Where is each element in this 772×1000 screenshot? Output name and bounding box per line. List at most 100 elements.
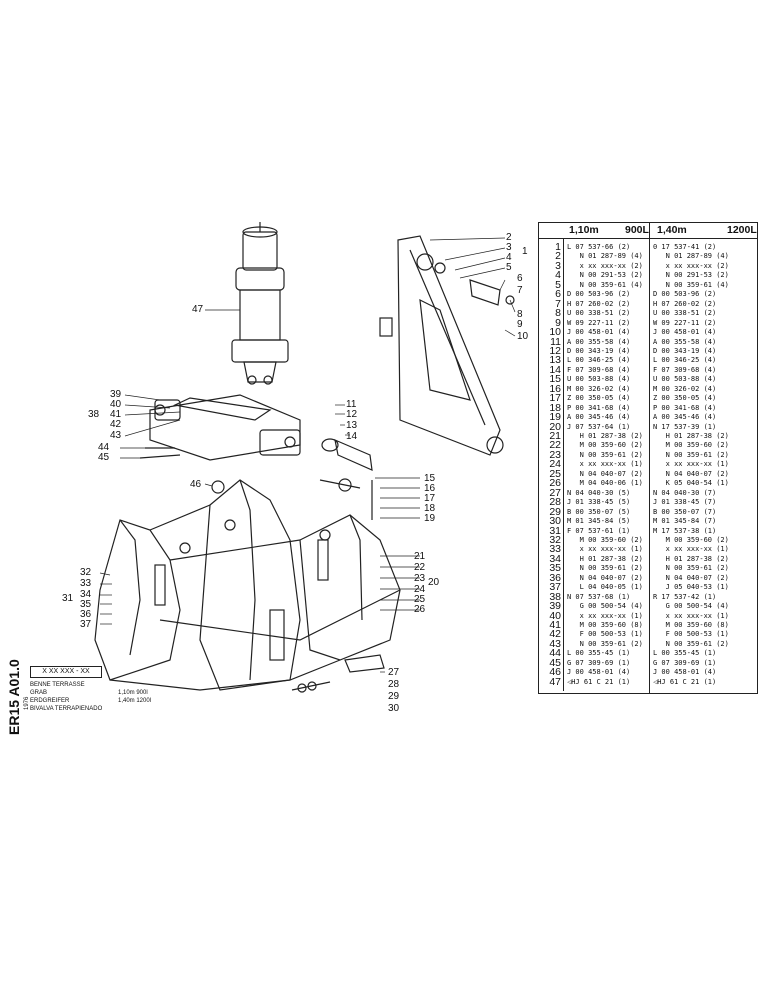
part-number-900l: N 04 040-07 (2) [567, 573, 643, 582]
part-number-900l: A 00 355-58 (4) [567, 337, 631, 346]
part-number-900l: M 01 345-84 (5) [567, 517, 631, 526]
document-code: ER15 A01.0 [6, 659, 22, 735]
part-number-900l: L 04 040-05 (1) [567, 583, 643, 592]
part-number-1200l: N 04 040-07 (2) [653, 469, 729, 478]
row-number: 46 [549, 666, 561, 679]
callout-21: 21 [414, 551, 426, 562]
row-number: 23 [549, 448, 561, 461]
part-number-1200l: N 01 287-89 (4) [653, 252, 729, 261]
header-col1-size: 1,10m [569, 224, 599, 236]
callout-39: 39 [110, 389, 122, 400]
part-number-1200l: J 05 040-53 (1) [653, 583, 729, 592]
part-number-900l: L 00 346-25 (4) [567, 356, 631, 365]
row-number: 6 [555, 288, 561, 301]
part-number-1200l: H 07 260-02 (2) [653, 299, 717, 308]
callout-17: 17 [424, 493, 436, 504]
callout-47: 47 [192, 304, 204, 315]
part-number-900l: F 07 537-61 (1) [567, 526, 631, 535]
row-number: 32 [549, 533, 561, 546]
part-number-900l: J 00 458-01 (4) [567, 328, 631, 337]
part-number-1200l: 0 17 537-41 (2) [653, 243, 717, 251]
row-number: 13 [549, 354, 561, 367]
part-number-1200l: N 04 040-30 (7) [653, 488, 717, 497]
row-number: 17 [549, 392, 561, 405]
part-number-1200l: N 00 359-61 (2) [653, 639, 729, 648]
part-number-900l: N 04 040-07 (2) [567, 469, 643, 478]
part-number-900l: x xx xxx-xx (1) [567, 545, 643, 554]
callout-33: 33 [80, 578, 92, 589]
callout-7: 7 [517, 285, 523, 296]
callout-37: 37 [80, 619, 92, 630]
header-divider [539, 238, 757, 239]
part-number-1200l: J 00 458-01 (4) [653, 668, 717, 677]
row-number: 38 [549, 590, 561, 603]
title-line-3: ERDGREIFER [30, 698, 70, 704]
part-number-1200l: x xx xxx-xx (1) [653, 611, 729, 620]
callout-34: 34 [80, 589, 92, 600]
part-number-1200l: J 00 458-01 (4) [653, 328, 717, 337]
hydraulic-cylinder-drawing [231, 222, 289, 385]
callout-9: 9 [517, 319, 523, 330]
part-number-1200l: M 01 345-84 (7) [653, 517, 717, 526]
part-number-1200l: A 00 355-58 (4) [653, 337, 717, 346]
part-number-1200l: M 00 359-60 (2) [653, 441, 729, 450]
callout-43: 43 [110, 430, 122, 441]
row-number: 8 [555, 307, 561, 320]
callout-8: 8 [517, 309, 523, 320]
row-number: 36 [549, 571, 561, 584]
row-number-column [539, 239, 564, 691]
callout-46: 46 [190, 479, 202, 490]
title-block: X XX XXX - XX BENNE TERRASSE GRAB ERDGRE… [22, 660, 160, 730]
part-number-900l: M 00 326-02 (4) [567, 384, 631, 393]
callout-13: 13 [346, 420, 358, 431]
part-number-1200l: F 07 309-68 (4) [653, 365, 717, 374]
part-number-1200l: G 00 500-54 (4) [653, 602, 729, 611]
row-number: 45 [549, 656, 561, 669]
part-number-900l: M 04 040-06 (1) [567, 479, 643, 488]
part-number-900l: x xx xxx-xx (2) [567, 261, 643, 270]
part-number-900l: N 00 359-61 (4) [567, 280, 643, 289]
part-number-900l: x xx xxx-xx (1) [567, 611, 643, 620]
callout-6: 6 [517, 273, 523, 284]
part-number-1200l: N 04 040-07 (2) [653, 573, 729, 582]
row-number: 43 [549, 637, 561, 650]
part-number-1200l: U 00 338-51 (2) [653, 309, 717, 318]
callout-22: 22 [414, 562, 426, 573]
part-number-900l: G 07 309-69 (1) [567, 658, 631, 667]
pins-drawing [211, 438, 373, 520]
part-number-900l: U 00 503-88 (4) [567, 375, 631, 384]
part-number-900l: M 00 359-60 (8) [567, 621, 643, 629]
callout-30: 30 [388, 703, 400, 714]
part-number-1200l: M 00 326-02 (4) [653, 384, 717, 393]
part-number-1200l: M 00 359-60 (8) [653, 621, 729, 629]
row-number: 37 [549, 581, 561, 594]
row-number: 9 [555, 316, 561, 329]
part-number-1200l: x xx xxx-xx (1) [653, 545, 729, 554]
title-line-1: BENNE TERRASSE [30, 682, 85, 688]
part-number-1200l: L 00 346-25 (4) [653, 356, 717, 365]
callout-40: 40 [110, 399, 122, 410]
callout-35: 35 [80, 599, 92, 610]
header-col2-volume: 1200L [727, 224, 757, 236]
part-number-900l: M 00 359-60 (2) [567, 441, 643, 450]
callout-36: 36 [80, 609, 92, 620]
callout-32: 32 [80, 567, 92, 578]
callout-24: 24 [414, 584, 426, 595]
part-number-900l: F 00 500-53 (1) [567, 630, 643, 639]
row-number: 2 [555, 250, 561, 263]
part-number-1200l: H 01 287-38 (2) [653, 554, 729, 563]
part-number-900l: J 00 458-01 (4) [567, 668, 631, 677]
part-number-900l: D 00 503-96 (2) [567, 290, 631, 299]
callout-38: 38 [88, 409, 100, 420]
part-number-1200l: P 00 341-68 (4) [653, 403, 717, 412]
row-number: 12 [549, 344, 561, 357]
callout-23: 23 [414, 573, 426, 584]
row-number: 14 [549, 363, 561, 376]
header-col2-size: 1,40m [657, 224, 687, 236]
row-number: 4 [555, 269, 561, 282]
part-number-900l: F 07 309-68 (4) [567, 365, 631, 374]
callout-25: 25 [414, 594, 426, 605]
part-number-900l: D 00 343-19 (4) [567, 346, 631, 355]
part-number-1200l: N 00 359-61 (2) [653, 564, 729, 573]
part-number-900l: H 01 287-38 (2) [567, 554, 643, 563]
